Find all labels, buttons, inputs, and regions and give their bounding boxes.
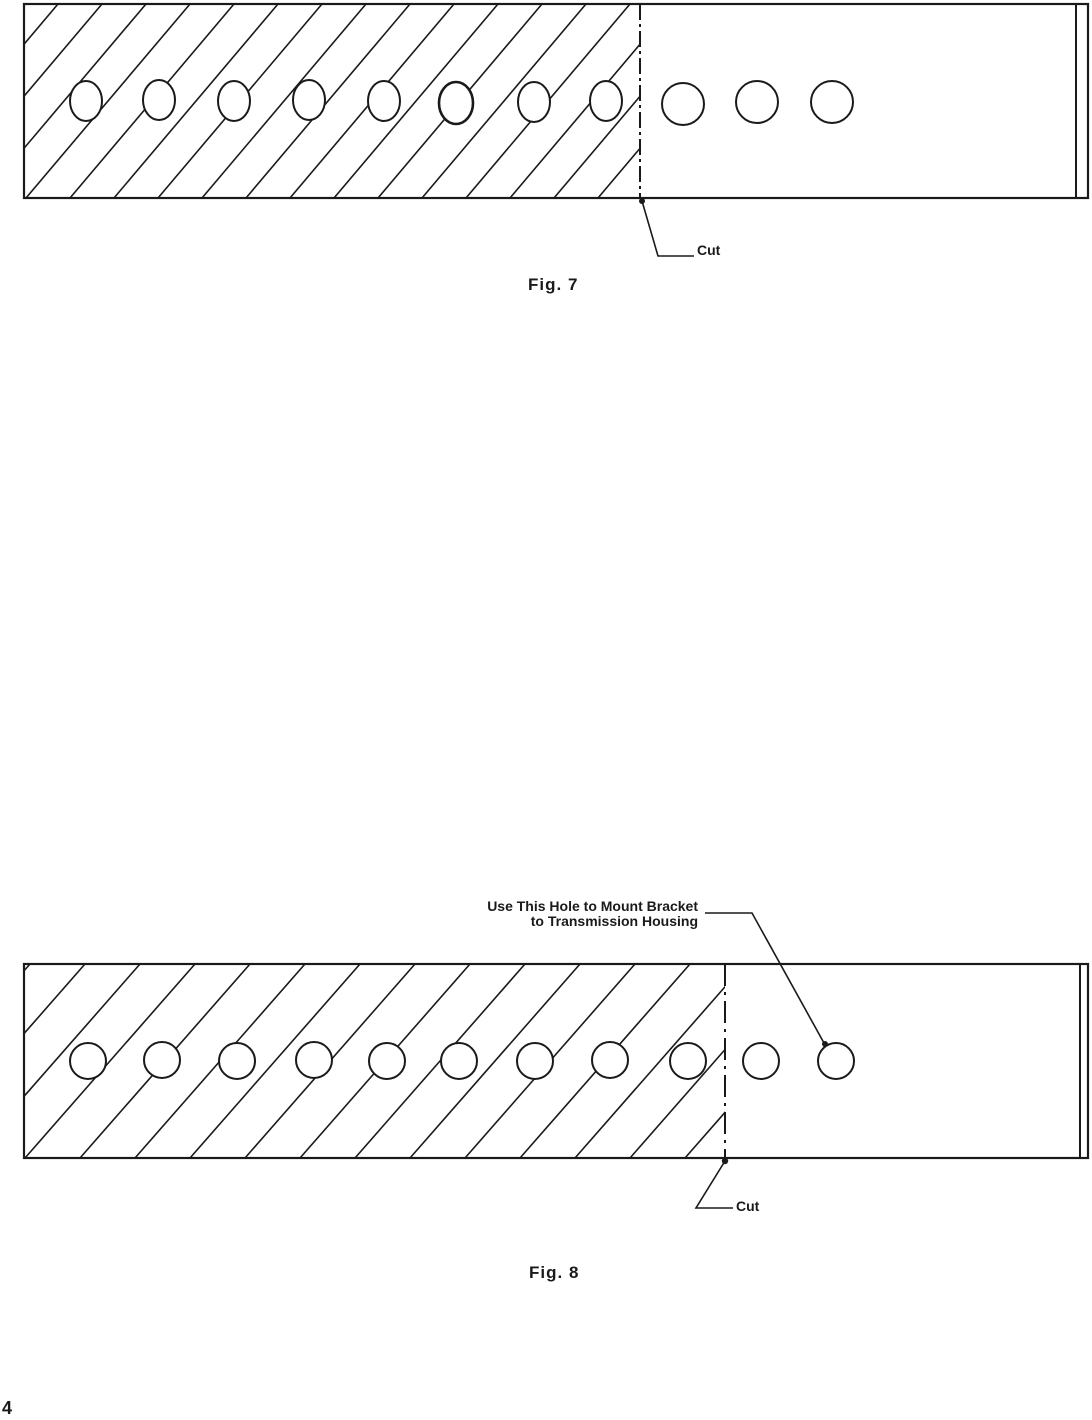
figure-8: Use This Hole to Mount Bracket to Transm… bbox=[0, 880, 1092, 1300]
page-number: 4 bbox=[2, 1398, 13, 1418]
fig8-caption: Fig. 8 bbox=[529, 1263, 580, 1282]
fig8-mount-leader bbox=[705, 912, 825, 1044]
fig8-mount-note-line1: Use This Hole to Mount Bracket bbox=[487, 898, 698, 914]
fig7-cut-label: Cut bbox=[697, 242, 721, 258]
fig7-cut-leader bbox=[641, 200, 694, 257]
fig8-cut-leader bbox=[694, 1160, 733, 1209]
fig8-mount-leader-dot bbox=[822, 1041, 828, 1047]
fig8-hatch-lines bbox=[24, 964, 725, 1158]
fig8-mount-note: Use This Hole to Mount Bracket to Transm… bbox=[400, 899, 698, 929]
fig7-caption: Fig. 7 bbox=[528, 275, 579, 294]
fig8-holes bbox=[69, 1041, 855, 1080]
fig8-mount-note-line2: to Transmission Housing bbox=[530, 913, 698, 929]
fig8-cut-label: Cut bbox=[736, 1198, 760, 1214]
fig7-bracket-drawing bbox=[22, 2, 1090, 257]
fig7-bracket-outline bbox=[22, 2, 1090, 200]
fig7-holes bbox=[69, 79, 854, 126]
fig8-bracket-outline bbox=[22, 962, 1090, 1160]
fig8-bracket-drawing bbox=[22, 912, 1090, 1209]
figure-7: Cut Fig. 7 bbox=[0, 0, 1092, 300]
